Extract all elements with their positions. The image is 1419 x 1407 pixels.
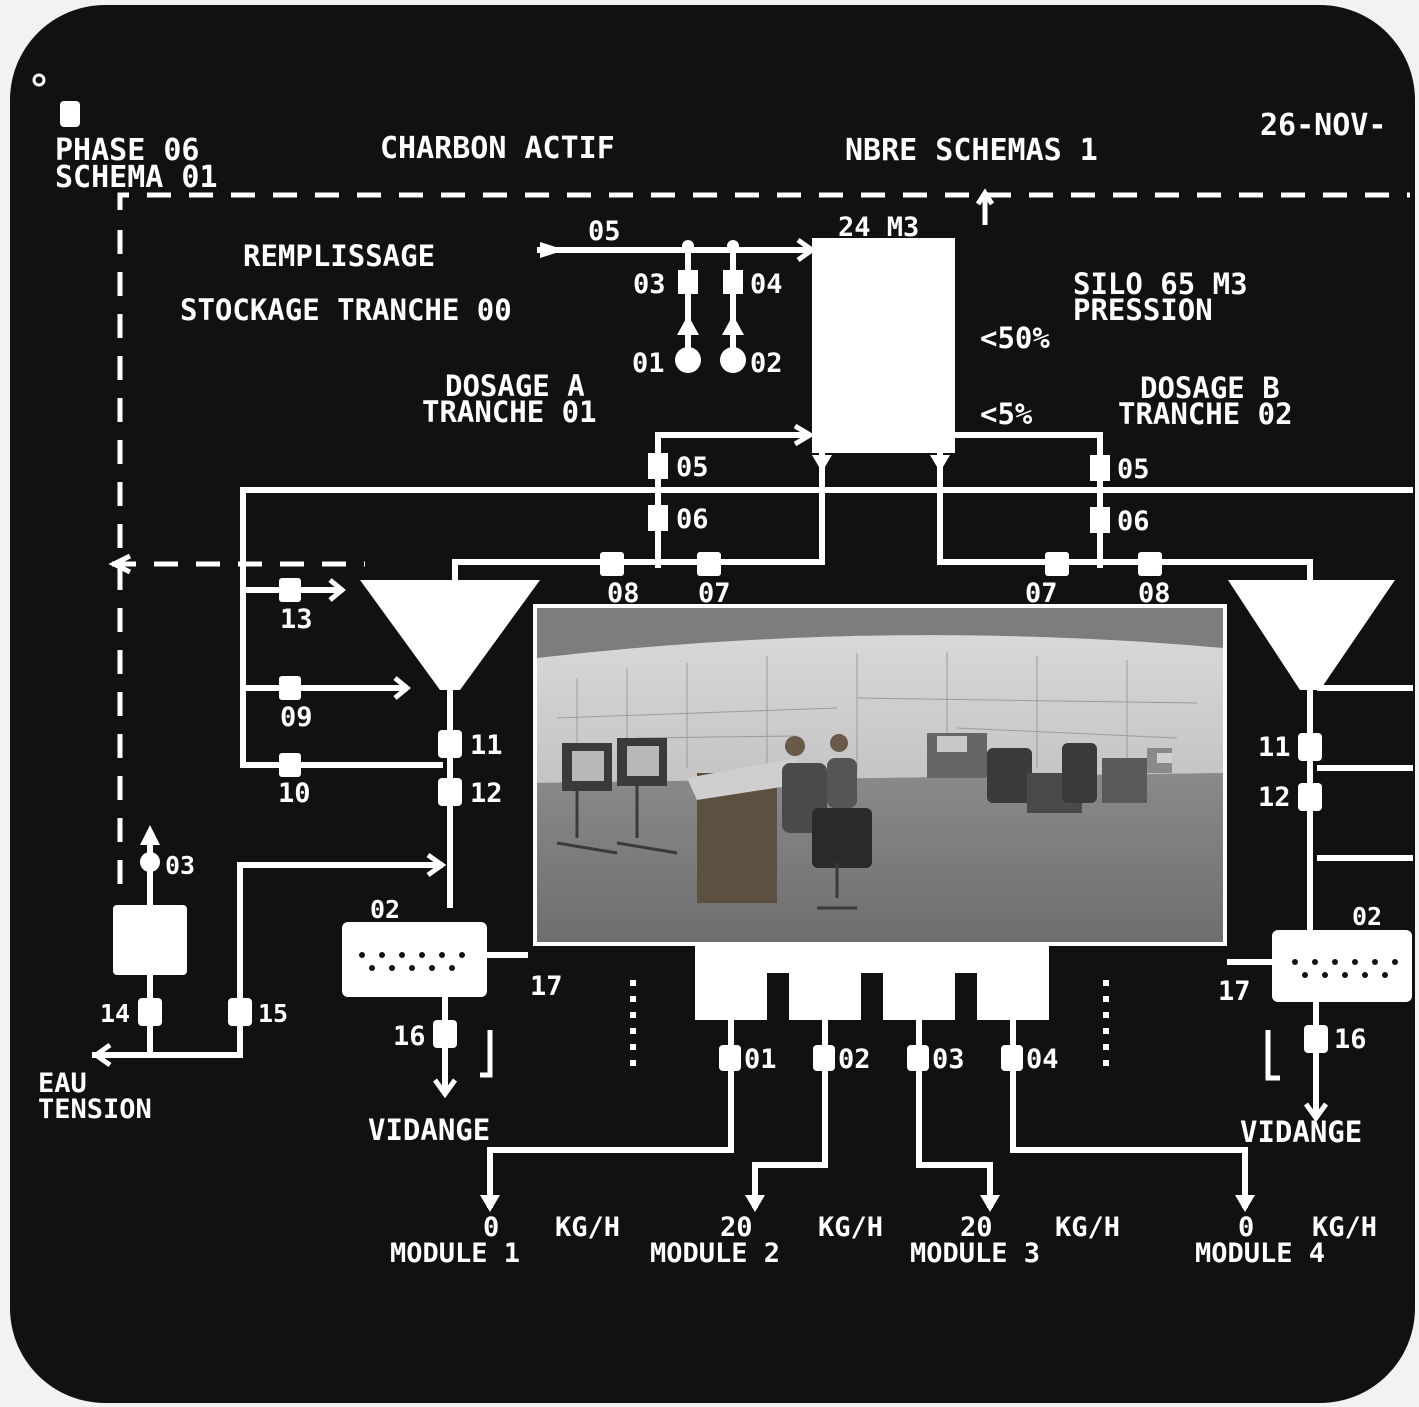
module-1-label: MODULE 1: [390, 1238, 520, 1269]
valve-09-label: 09: [280, 702, 313, 733]
tranche-a-label: TRANCHE 01: [422, 395, 597, 429]
valve-r12-label: 12: [1258, 782, 1291, 813]
valve-10-label: 10: [278, 778, 311, 809]
valve-12-icon: [438, 778, 462, 806]
valve-13-label: 13: [280, 604, 313, 635]
mixer-b: [1272, 930, 1412, 1002]
valve-12-label: 12: [470, 778, 503, 809]
valve-b05-icon: [1090, 455, 1110, 481]
valve-11-icon: [438, 730, 462, 758]
valve-16-icon: [433, 1020, 457, 1048]
valve-03-label: 03: [633, 269, 666, 300]
valve-b07-icon: [1045, 552, 1069, 576]
pump-01-icon: [675, 347, 701, 373]
vidange-a-label: VIDANGE: [368, 1113, 490, 1147]
valve-r11-label: 11: [1258, 732, 1291, 763]
valve-r12-icon: [1298, 783, 1322, 811]
module-1-unit: KG/H: [555, 1212, 620, 1243]
feeder-2: [789, 970, 861, 1020]
valve-a05-icon: [648, 453, 668, 479]
pump-03-icon: [140, 852, 160, 872]
level-50-label: <50%: [980, 321, 1050, 355]
valve-a07-icon: [697, 552, 721, 576]
valve-15-icon: [228, 998, 252, 1026]
silo-volume-label: 24 M3: [838, 212, 919, 243]
schema-count: NBRE SCHEMAS 1: [845, 133, 1098, 168]
module-2-unit: KG/H: [818, 1212, 883, 1243]
module-3-unit: KG/H: [1055, 1212, 1120, 1243]
tranche-b-label: TRANCHE 02: [1118, 397, 1293, 431]
control-room-photo: [533, 604, 1227, 946]
valve-b06-icon: [1090, 507, 1110, 533]
valve-10-icon: [279, 753, 301, 777]
vidange-b-label: VIDANGE: [1240, 1115, 1362, 1149]
valve-m02-label: 02: [838, 1044, 871, 1075]
mixer-b-label: 02: [1352, 902, 1382, 931]
valve-m03-icon: [907, 1045, 929, 1071]
valve-04-label: 04: [750, 269, 783, 300]
module-2-label: MODULE 2: [650, 1238, 780, 1269]
pump-02-icon: [720, 347, 746, 373]
remplissage-label: REMPLISSAGE: [243, 239, 435, 273]
valve-a08-icon: [600, 552, 624, 576]
valve-r11-icon: [1298, 733, 1322, 761]
valve-r16-icon: [1304, 1025, 1328, 1053]
pump-03-label: 03: [165, 851, 195, 880]
valve-b08-icon: [1138, 552, 1162, 576]
module-3-label: MODULE 3: [910, 1238, 1040, 1269]
valve-09-icon: [279, 676, 301, 700]
valve-13-icon: [279, 578, 301, 602]
valve-17-label: 17: [530, 971, 563, 1002]
valve-m01-label: 01: [744, 1044, 777, 1075]
page-title: CHARBON ACTIF: [380, 131, 615, 166]
valve-a06-label: 06: [676, 504, 709, 535]
valve-b06-label: 06: [1117, 506, 1150, 537]
feeder-3: [883, 970, 955, 1020]
valve-r17-label: 17: [1218, 976, 1251, 1007]
valve-a06-icon: [648, 505, 668, 531]
silo-tank: [812, 238, 955, 453]
valve-m03-label: 03: [932, 1044, 965, 1075]
valve-14-label: 14: [100, 999, 130, 1028]
valve-15-label: 15: [258, 999, 288, 1028]
valve-m01-icon: [719, 1045, 741, 1071]
valve-m04-icon: [1001, 1045, 1023, 1071]
date-label: 26-NOV-: [1260, 108, 1386, 143]
operator-chair: [812, 808, 872, 868]
valve-03-icon: [678, 270, 698, 294]
valve-m04-label: 04: [1026, 1044, 1059, 1075]
valve-a05-label: 05: [676, 452, 709, 483]
level-5-label: <5%: [980, 397, 1033, 431]
valve-m02-icon: [813, 1045, 835, 1071]
valve-04-icon: [723, 270, 743, 294]
module-4-label: MODULE 4: [1195, 1238, 1325, 1269]
valve-11-label: 11: [470, 730, 503, 761]
valve-05-top-label: 05: [588, 216, 621, 247]
cursor-block-icon: [60, 101, 80, 127]
mixer-a-label: 02: [370, 895, 400, 924]
water-tank: [113, 905, 187, 975]
stockage-label: STOCKAGE TRANCHE 00: [180, 293, 512, 327]
valve-r16-label: 16: [1334, 1024, 1367, 1055]
pression-label: PRESSION: [1073, 293, 1213, 327]
schema-label: SCHEMA 01: [55, 160, 218, 195]
mixer-a: [342, 922, 487, 997]
valve-14-icon: [138, 998, 162, 1026]
pump-01-label: 01: [632, 348, 665, 379]
valve-16-label: 16: [393, 1021, 426, 1052]
valve-b05-label: 05: [1117, 454, 1150, 485]
pump-02-label: 02: [750, 348, 783, 379]
tension-label: TENSION: [38, 1094, 152, 1125]
